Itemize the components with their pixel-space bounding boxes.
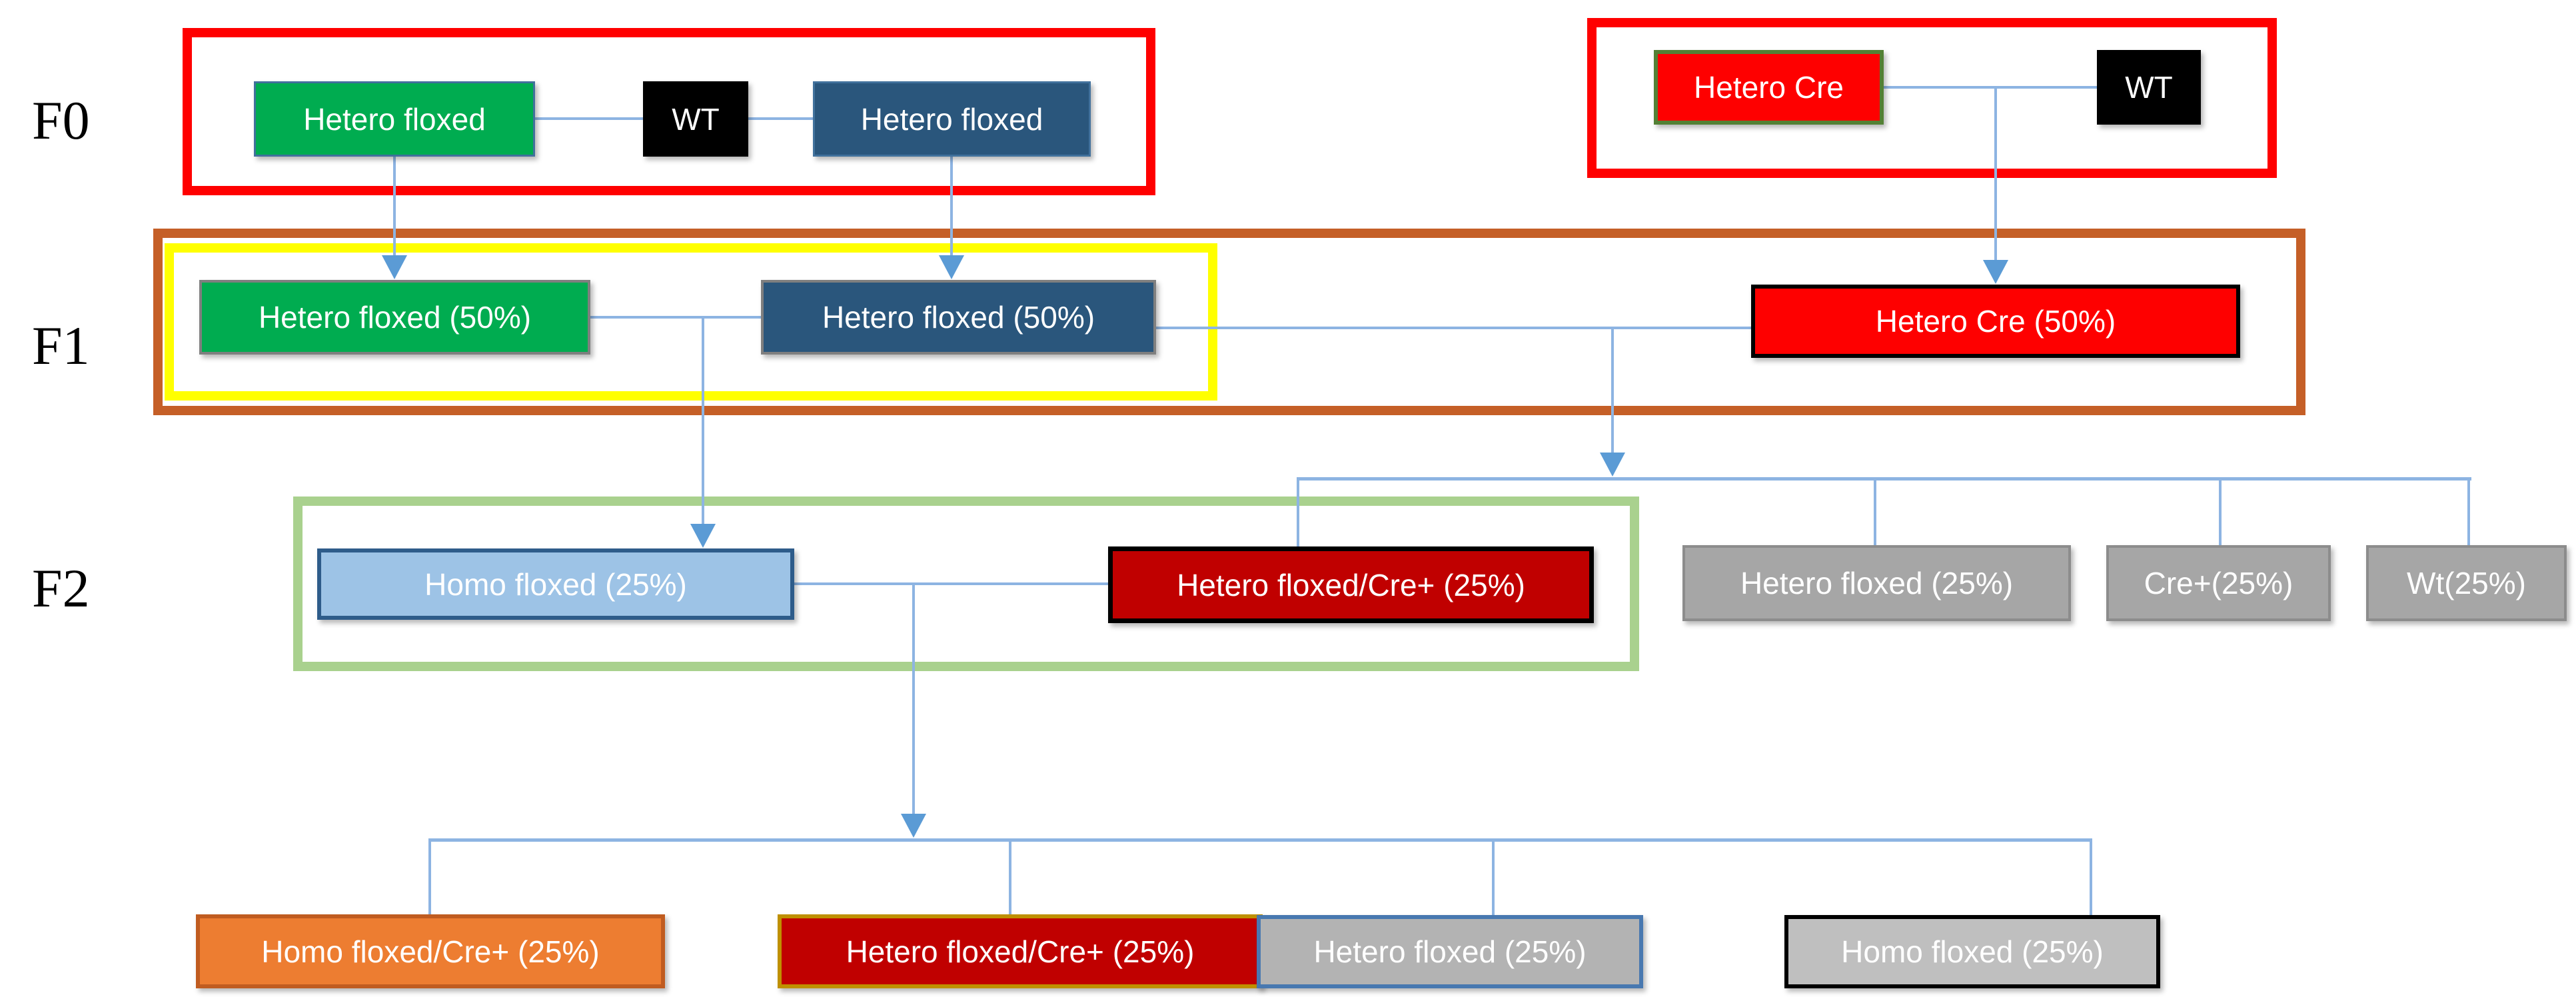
connector-line: [2090, 838, 2092, 915]
node-f0-wt-right: WT: [2097, 50, 2201, 125]
connector-line: [1874, 481, 1876, 545]
node-f1-hetero-floxed-green: Hetero floxed (50%): [199, 280, 590, 355]
connector-line: [428, 838, 431, 914]
generation-label-f1: F1: [32, 315, 90, 376]
connector-line: [535, 117, 643, 120]
node-f2-hetero-floxed: Hetero floxed (25%): [1682, 545, 2071, 621]
sibling-trunk-line: [430, 838, 2092, 842]
node-f2-cre: Cre+(25%): [2106, 545, 2331, 621]
node-f2-homo-floxed: Homo floxed (25%): [317, 548, 794, 620]
node-f0-hetero-floxed-a: Hetero floxed: [254, 81, 535, 157]
f0-left-cross-frame: [183, 28, 1155, 195]
sibling-trunk-line: [1298, 477, 2471, 481]
node-f3-homo-floxed-cre: Homo floxed/Cre+ (25%): [196, 914, 665, 988]
node-f2-wt: Wt(25%): [2366, 545, 2567, 621]
node-f2-hetero-floxed-cre: Hetero floxed/Cre+ (25%): [1108, 546, 1594, 623]
down-arrow-icon: [901, 814, 926, 838]
connector-line: [2219, 481, 2222, 545]
connector-line: [2467, 477, 2470, 545]
f1-outer-frame: [153, 229, 2305, 415]
connector-line: [748, 117, 813, 120]
node-f3-hetero-floxed-cre: Hetero floxed/Cre+ (25%): [778, 914, 1263, 988]
connector-line: [1492, 842, 1495, 915]
connector-line: [1297, 477, 1299, 546]
node-f3-hetero-floxed: Hetero floxed (25%): [1257, 915, 1643, 988]
connector-line: [702, 319, 704, 525]
connector-line: [794, 582, 1108, 585]
f0-right-cross-frame: [1587, 18, 2277, 178]
node-f3-homo-floxed: Homo floxed (25%): [1784, 915, 2160, 988]
connector-line: [1611, 329, 1614, 454]
connector-line: [1009, 842, 1011, 914]
connector-line: [1994, 87, 1997, 262]
node-f0-wt-left: WT: [643, 81, 748, 157]
connector-line: [590, 316, 761, 319]
connector-line: [393, 157, 396, 258]
connector-line: [912, 585, 915, 815]
node-f1-hetero-cre: Hetero Cre (50%): [1751, 285, 2240, 358]
down-arrow-icon: [382, 255, 407, 279]
f2-selected-frame: [293, 497, 1639, 671]
node-f1-hetero-floxed-blue: Hetero floxed (50%): [761, 280, 1156, 355]
generation-label-f0: F0: [32, 90, 90, 151]
down-arrow-icon: [1983, 260, 2008, 284]
connector-line: [1884, 86, 2097, 89]
f1-inner-frame: [165, 243, 1217, 401]
connector-line: [1156, 327, 1751, 329]
connector-line: [950, 157, 953, 258]
down-arrow-icon: [1600, 453, 1625, 477]
node-f0-hetero-cre: Hetero Cre: [1654, 50, 1884, 125]
down-arrow-icon: [690, 524, 716, 548]
node-f0-hetero-floxed-b: Hetero floxed: [813, 81, 1091, 157]
down-arrow-icon: [939, 255, 964, 279]
generation-label-f2: F2: [32, 558, 90, 618]
